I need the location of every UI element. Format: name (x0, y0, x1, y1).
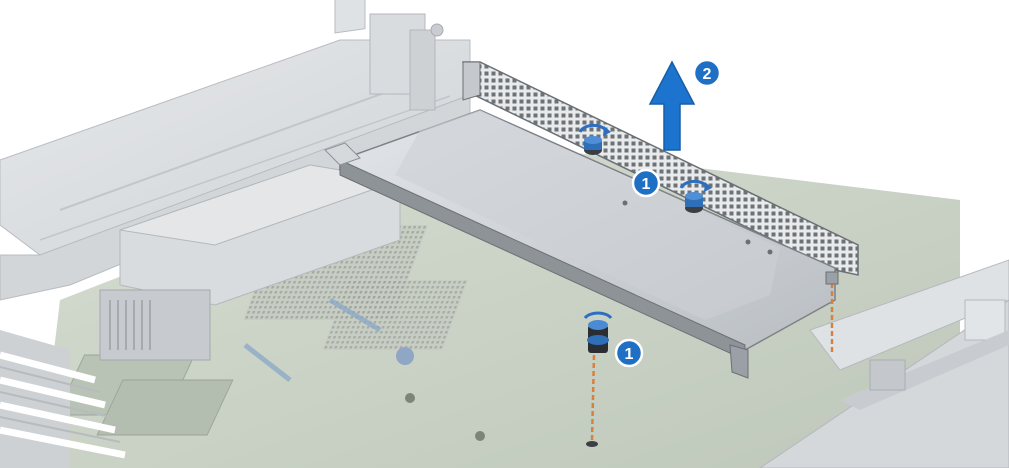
callout-step-2: 2 (692, 58, 722, 88)
riser-cover (324, 61, 859, 379)
memory-slots (0, 330, 126, 468)
callout-label: 1 (642, 176, 651, 193)
screw-icon (679, 179, 712, 213)
callout-step-1-top: 1 (631, 168, 661, 198)
alignment-guide (586, 271, 839, 447)
callout-step-1-bottom: 1 (614, 338, 644, 368)
arrow-up-icon (648, 60, 696, 151)
psu-housing (99, 164, 401, 361)
screw-icon (578, 123, 611, 155)
screw-icon (583, 311, 613, 353)
callout-label: 2 (703, 66, 712, 83)
callout-label: 1 (625, 346, 634, 363)
chassis-right-wall (759, 259, 1009, 468)
